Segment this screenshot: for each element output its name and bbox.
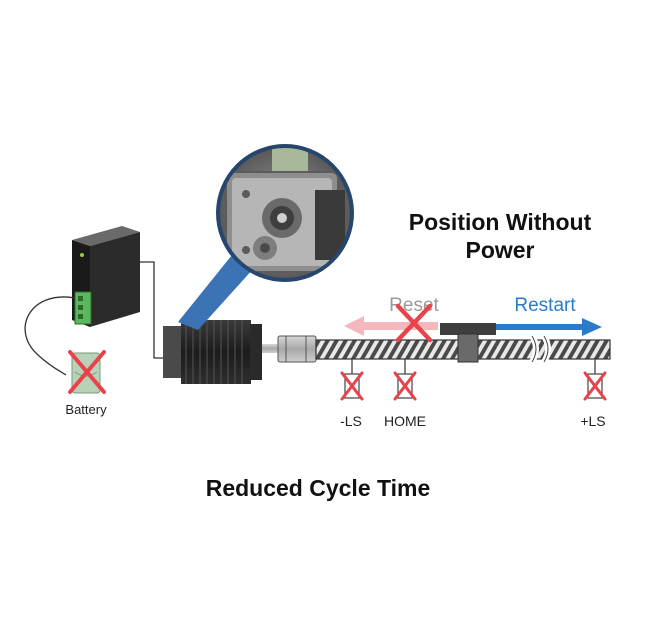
battery-cross-icon: [68, 350, 106, 394]
limit-switch-plus: [583, 359, 607, 401]
limit-switch-minus: [340, 359, 364, 401]
cross-stroke: [68, 350, 106, 394]
cross-icon: [393, 371, 417, 401]
headline-line-2: Power: [465, 237, 534, 263]
label-minus-ls: -LS: [340, 413, 362, 429]
label-plus-ls: +LS: [580, 413, 605, 429]
headline-line-1: Position Without: [409, 209, 592, 235]
reset-arrow: [344, 316, 438, 336]
zoom-pointer: [178, 255, 254, 330]
cross-stroke: [583, 371, 607, 401]
limit-switch-home: [393, 359, 417, 401]
label-home: HOME: [384, 413, 426, 429]
cross-icon: [340, 371, 364, 401]
carriage-slider: [440, 323, 496, 363]
stepper-motor-icon: [163, 320, 317, 384]
driver-unit-icon: [72, 226, 140, 327]
cross-stroke: [393, 371, 417, 401]
caption: Reduced Cycle Time: [206, 475, 431, 501]
restart-arrow: [496, 318, 602, 336]
cross-stroke: [340, 371, 364, 401]
cross-icon: [583, 371, 607, 401]
restart-label: Restart: [514, 295, 576, 316]
motor-cable: [140, 261, 168, 359]
battery-label: Battery: [65, 402, 107, 417]
cross-stroke: [395, 303, 433, 343]
battery-cable: [24, 296, 76, 376]
reset-cross-icon: [395, 303, 433, 343]
encoder-zoom-view: [216, 144, 354, 282]
